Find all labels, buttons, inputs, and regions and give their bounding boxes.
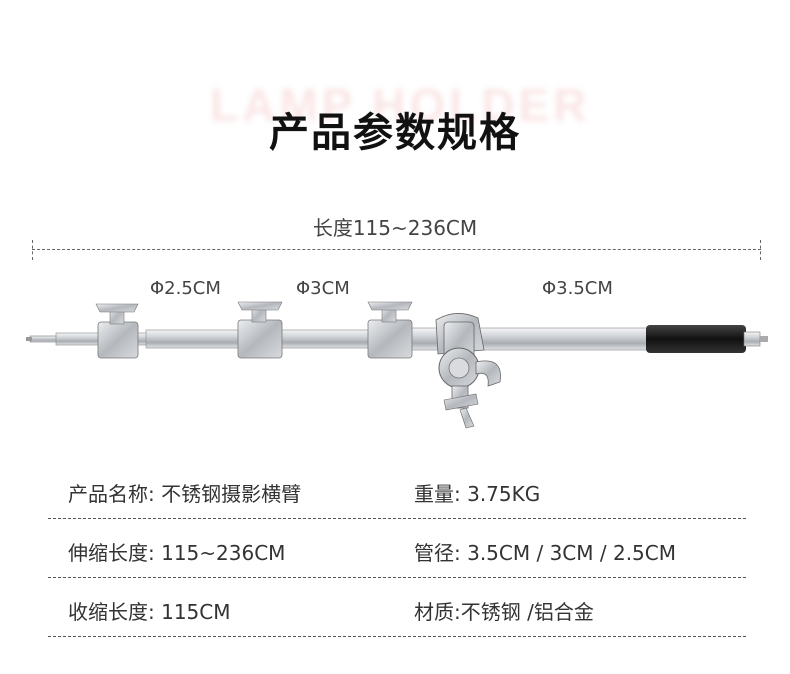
lock-clamp-2 — [237, 301, 283, 359]
rod-section-3-5 — [385, 327, 657, 351]
page-title: 产品参数规格 — [269, 110, 521, 156]
diameter-label-3: Φ3CM — [296, 278, 350, 299]
spec-product-name: 产品名称: 不锈钢摄影横臂 — [68, 482, 302, 506]
dimension-line — [32, 238, 761, 262]
spec-tube-diameter: 管径: 3.5CM / 3CM / 2.5CM — [414, 541, 677, 565]
boom-arm-illustration — [26, 301, 768, 429]
rod-tip-stud — [26, 335, 59, 343]
spec-table: 产品名称: 不锈钢摄影横臂 重量: 3.75KG 伸缩长度: 115~236CM… — [48, 460, 746, 637]
dimension-tick-left — [32, 240, 33, 260]
dimension-tick-right — [760, 240, 761, 260]
spec-weight: 重量: 3.75KG — [414, 482, 541, 506]
spec-extended-length: 伸缩长度: 115~236CM — [68, 541, 286, 565]
rubber-grip — [646, 325, 768, 353]
lock-clamp-3 — [367, 301, 413, 359]
diameter-label-3-5: Φ3.5CM — [542, 278, 613, 299]
dimension-dashed-line — [32, 249, 761, 250]
spec-row: 产品名称: 不锈钢摄影横臂 重量: 3.75KG — [48, 460, 746, 519]
swivel-mount-head — [435, 313, 501, 429]
lock-clamp-1 — [95, 303, 139, 359]
lamp-holder-watermark: LAMP HOLDER — [210, 79, 591, 131]
length-label: 长度115~236CM — [312, 216, 478, 240]
spec-collapsed-length: 收缩长度: 115CM — [68, 600, 231, 624]
spec-row: 收缩长度: 115CM 材质:不锈钢 /铝合金 — [48, 578, 746, 637]
spec-material: 材质:不锈钢 /铝合金 — [414, 600, 594, 624]
spec-row: 伸缩长度: 115~236CM 管径: 3.5CM / 3CM / 2.5CM — [48, 519, 746, 578]
diameter-label-2-5: Φ2.5CM — [150, 278, 221, 299]
